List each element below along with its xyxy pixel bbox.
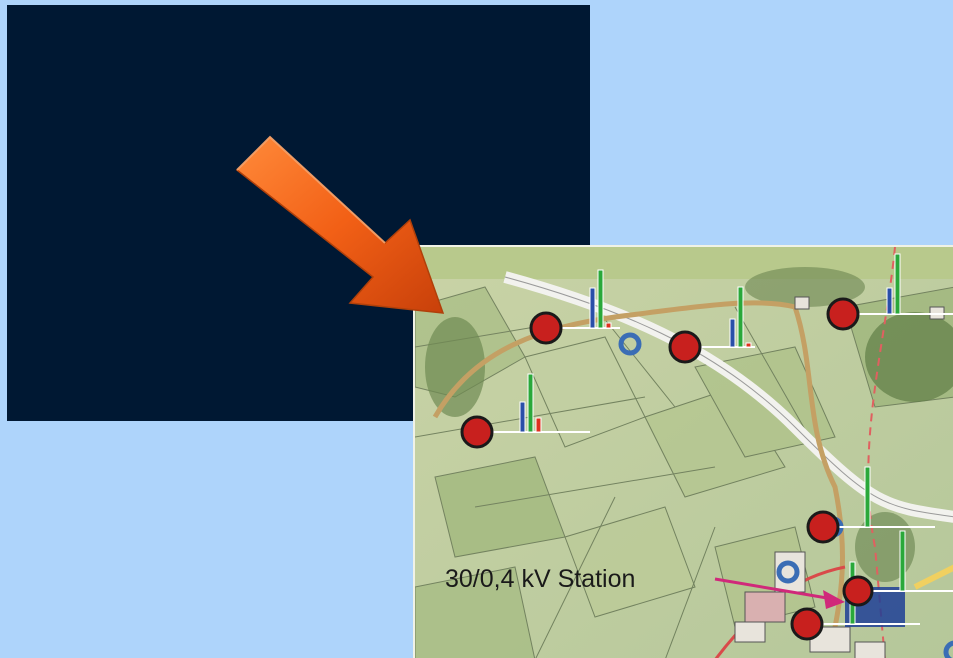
mini-bar-chart-icon <box>870 530 953 592</box>
station-pointer <box>714 577 845 609</box>
mini-bar-chart-icon <box>835 466 935 528</box>
boundary-line <box>867 247 896 658</box>
station-label: 30/0,4 kV Station <box>445 565 636 593</box>
forest-patches <box>425 267 953 582</box>
map-top-strip <box>415 247 953 279</box>
mini-bar-chart-icon <box>700 286 755 348</box>
map-panel[interactable]: 30/0,4 kV Station <box>413 245 953 658</box>
mini-bar-chart-icon <box>490 373 590 433</box>
yellow-road <box>913 564 953 590</box>
mini-bar-chart-icon <box>560 269 620 329</box>
arrow-down-right-icon <box>235 135 445 314</box>
map-canvas <box>415 247 953 658</box>
mini-bar-chart-icon <box>857 253 953 315</box>
buildings <box>734 296 945 658</box>
station-markers <box>460 297 874 641</box>
